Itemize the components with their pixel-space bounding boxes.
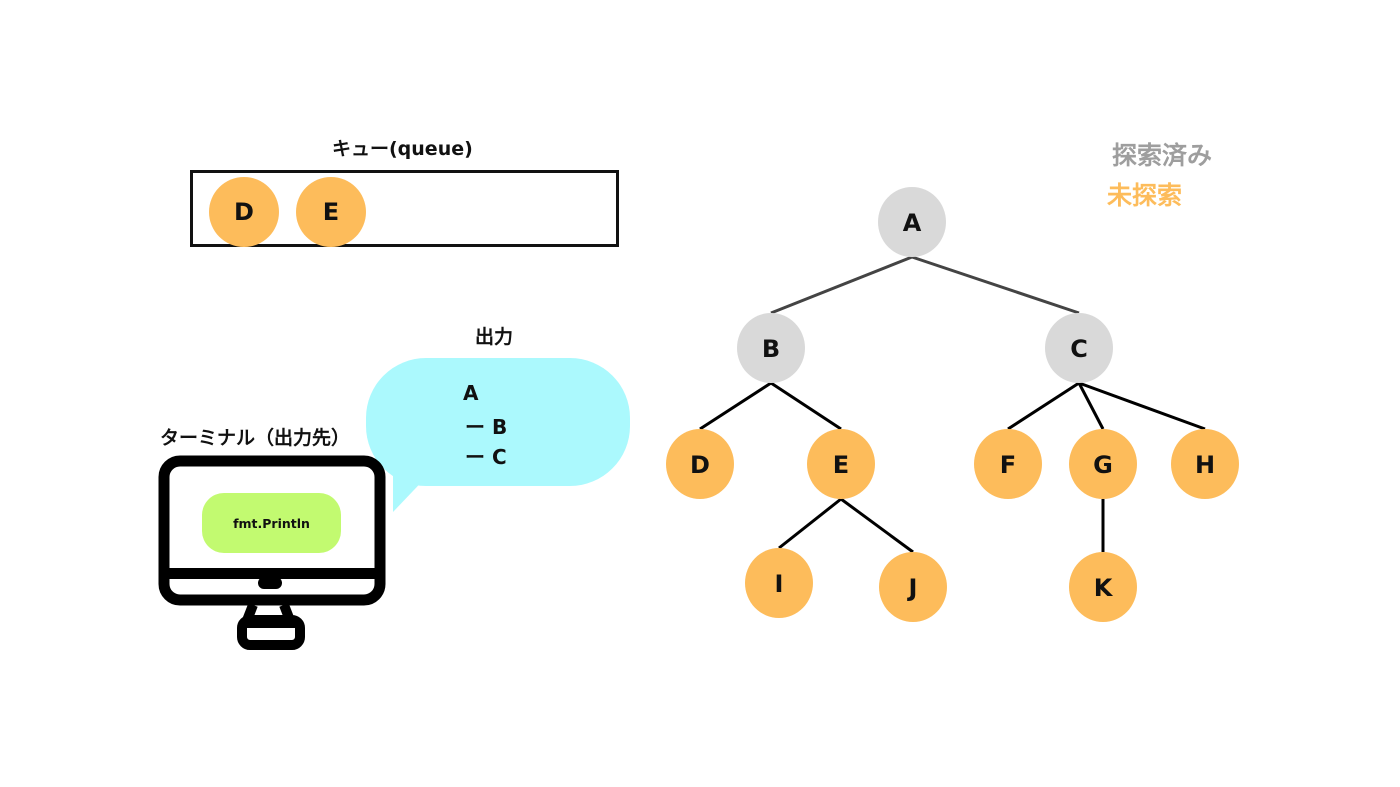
queue-title: キュー(queue) [332, 138, 473, 160]
node-circle [879, 552, 947, 622]
speech-bubble-tail [393, 470, 433, 512]
tree-node-C: C [1045, 313, 1113, 383]
tree-node-H: H [1171, 429, 1239, 499]
tree-edge-E-J [840, 497, 914, 554]
node-label: G [1093, 451, 1113, 479]
tree-node-D: D [666, 429, 734, 499]
output-line: ー B [465, 415, 508, 439]
node-circle [1045, 313, 1113, 383]
tree-edge-C-H [1078, 381, 1206, 431]
tree-node-E: E [807, 429, 875, 499]
tree-edge-A-C [911, 255, 1080, 315]
legend-explored: 探索済み [1112, 141, 1213, 170]
node-label: D [690, 451, 710, 479]
node-label: K [1094, 574, 1114, 602]
code-label: fmt.Println [202, 493, 341, 553]
output-line: ー C [465, 445, 507, 469]
node-label: B [762, 335, 780, 363]
node-circle [737, 313, 805, 383]
tree-edge-E-I [778, 497, 842, 550]
node-circle [745, 548, 813, 618]
queue-item: E [296, 177, 366, 247]
node-label: I [775, 570, 784, 598]
legend-unexplored: 未探索 [1107, 181, 1183, 210]
node-label: F [1000, 451, 1016, 479]
output-line: A [463, 381, 479, 405]
node-circle [666, 429, 734, 499]
node-circle [807, 429, 875, 499]
tree-node-G: G [1069, 429, 1137, 499]
tree-edge-B-E [770, 381, 842, 431]
terminal-title: ターミナル（出力先） [160, 427, 351, 449]
node-circle [1171, 429, 1239, 499]
tree-edge-B-D [699, 381, 772, 431]
tree-edge-A-B [770, 255, 913, 315]
node-circle [1069, 429, 1137, 499]
output-title: 出力 [475, 326, 514, 348]
node-circle [878, 187, 946, 257]
tree-node-I: I [745, 548, 813, 618]
tree-node-F: F [974, 429, 1042, 499]
tree-node-A: A [878, 187, 946, 257]
monitor-icon [158, 455, 386, 650]
node-label: H [1195, 451, 1215, 479]
queue-item: D [209, 177, 279, 247]
node-label: J [907, 574, 918, 602]
queue-box: D E [190, 170, 619, 247]
node-label: E [833, 451, 849, 479]
speech-bubble [366, 358, 630, 486]
node-label: C [1070, 335, 1088, 363]
node-circle [974, 429, 1042, 499]
node-label: A [903, 209, 922, 237]
tree-edge-C-F [1007, 381, 1080, 431]
tree-node-J: J [879, 552, 947, 622]
node-circle [1069, 552, 1137, 622]
tree-node-B: B [737, 313, 805, 383]
tree-edge-C-G [1077, 382, 1105, 430]
tree-node-K: K [1069, 552, 1137, 622]
